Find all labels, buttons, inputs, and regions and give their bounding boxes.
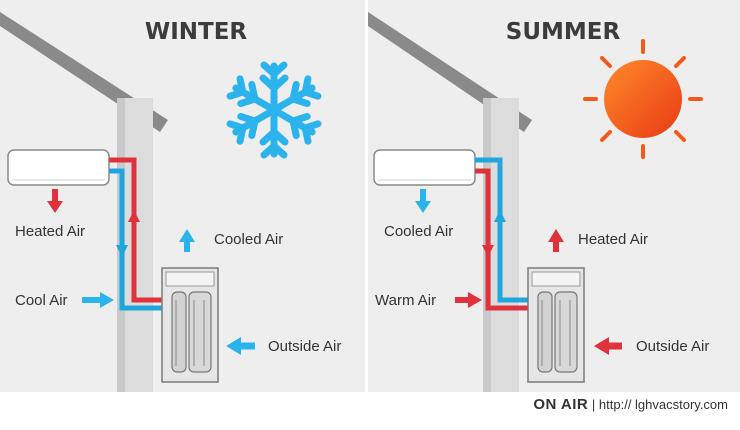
footer-url[interactable]: http:// lghvacstory.com [598, 397, 728, 412]
winter-cool-air-arrow [82, 292, 114, 308]
summer-title: SUMMER [506, 19, 621, 45]
summer-heated-air-label: Heated Air [578, 231, 648, 248]
winter-outdoor-unit [161, 267, 219, 383]
summer-warm-air-arrow [455, 292, 482, 308]
summer-hot-pipe [475, 168, 536, 311]
sun-icon [583, 39, 703, 159]
winter-title: WINTER [145, 19, 248, 45]
winter-cooled-air-label: Cooled Air [214, 231, 283, 248]
snowflake-icon [230, 61, 319, 155]
summer-warm-air-label: Warm Air [375, 292, 436, 309]
winter-outside-air-arrow [226, 337, 255, 355]
winter-indoor-unit [7, 149, 110, 186]
summer-indoor-unit [373, 149, 476, 186]
winter-cooled-air-arrow [179, 229, 195, 252]
winter-panel: WINTER [0, 0, 365, 392]
winter-outside-air-label: Outside Air [268, 338, 341, 355]
summer-cold-pipe [475, 157, 536, 303]
winter-cold-pipe [109, 168, 170, 311]
summer-heated-air-arrow [548, 229, 564, 252]
summer-outside-air-arrow [594, 337, 622, 355]
brand-logo: ON AIR [533, 396, 589, 413]
winter-heated-air-arrow [47, 189, 63, 213]
winter-cool-air-label: Cool Air [15, 292, 68, 309]
summer-outside-air-label: Outside Air [636, 338, 709, 355]
summer-outdoor-unit [527, 267, 585, 383]
summer-cooled-air-label: Cooled Air [384, 223, 453, 240]
winter-heated-air-label: Heated Air [15, 223, 85, 240]
winter-hot-pipe [109, 157, 170, 303]
footer-credit: ON AIR | http:// lghvacstory.com [533, 396, 728, 413]
footer-separator: | [591, 397, 596, 412]
summer-panel: SUMMER [368, 0, 740, 392]
summer-cooled-air-arrow [415, 189, 431, 213]
